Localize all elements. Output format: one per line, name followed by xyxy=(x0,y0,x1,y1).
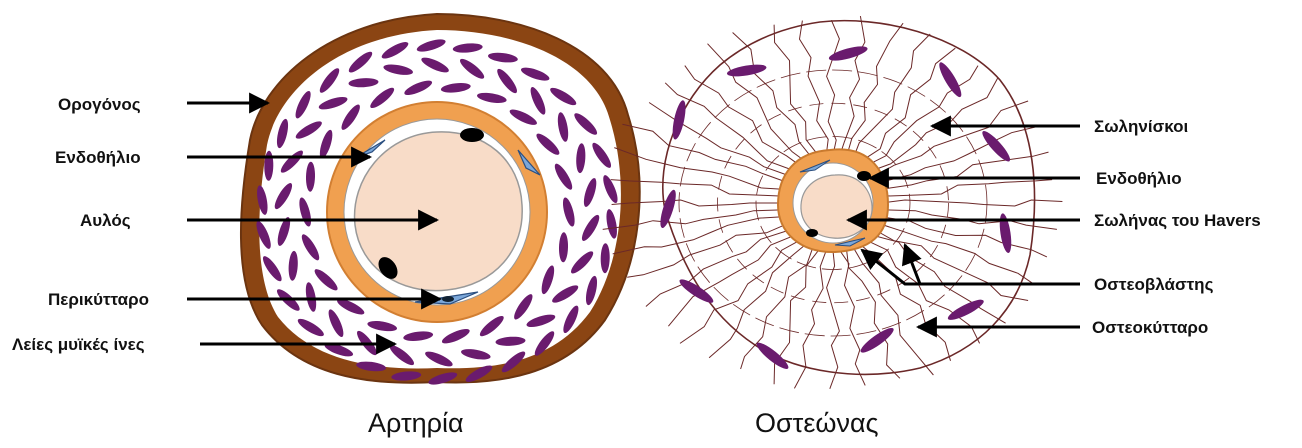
label-lumen: Αυλός xyxy=(80,211,131,230)
label-smooth-muscle: Λείες μυϊκές ίνες xyxy=(12,335,145,354)
osteon-title: Οστεώνας xyxy=(755,408,879,438)
haversian-canal xyxy=(801,175,872,238)
label-osteoblast: Οστεοβλάστης xyxy=(1094,275,1214,294)
label-endothelium-artery: Ενδοθήλιο xyxy=(55,148,141,167)
label-canaliculi: Σωληνίσκοι xyxy=(1094,117,1189,136)
endothelial-nucleus xyxy=(460,128,484,142)
label-osteocyte: Οστεοκύτταρο xyxy=(1092,318,1208,337)
label-endothelium-osteon: Ενδοθήλιο xyxy=(1096,169,1182,188)
artery-title: Αρτηρία xyxy=(368,408,464,438)
label-adventitia: Ορογόνος xyxy=(58,95,141,114)
label-haversian-canal: Σωλήνας του Havers xyxy=(1094,211,1261,230)
artery-diagram xyxy=(241,14,640,387)
label-pericyte: Περικύτταρο xyxy=(48,290,149,309)
osteon-diagram xyxy=(603,16,1063,389)
